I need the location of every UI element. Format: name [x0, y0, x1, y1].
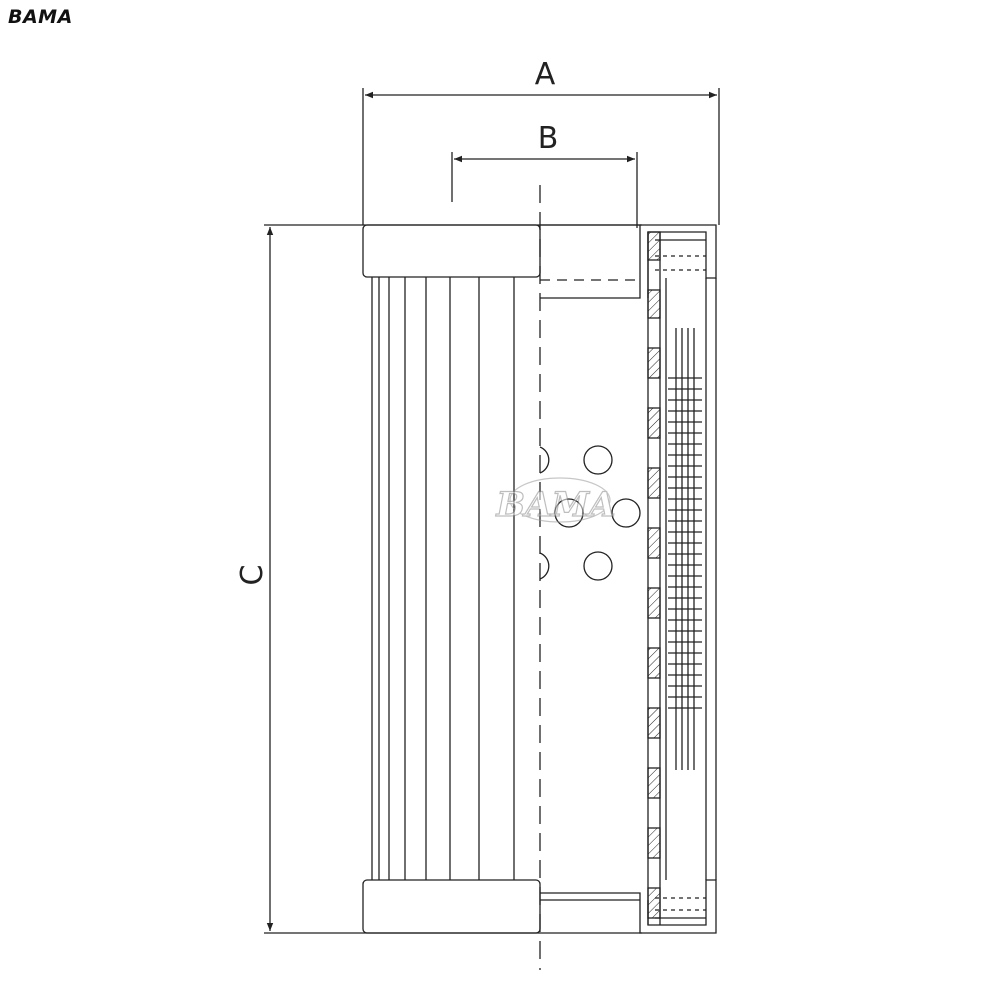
perforated-core-wall — [647, 231, 661, 925]
bottom-end-cap — [362, 879, 541, 934]
wire-mesh-grid — [668, 328, 702, 770]
dimension-a — [362, 88, 720, 225]
brand-logo: BAMA — [8, 6, 73, 28]
top-cap-section — [540, 224, 717, 299]
flow-holes — [539, 445, 641, 581]
top-end-cap — [362, 224, 541, 278]
bottom-cap-section — [540, 879, 717, 934]
dimension-c-label: C — [235, 565, 270, 586]
media-pack-section — [665, 278, 717, 880]
dimension-b — [451, 152, 638, 228]
watermark: BAMA — [495, 477, 616, 526]
watermark-text: BAMA — [495, 485, 615, 525]
dimension-c — [264, 224, 642, 934]
dimension-a-label: A — [535, 57, 556, 92]
dimension-b-label: B — [538, 121, 559, 156]
pleated-media — [371, 277, 515, 880]
